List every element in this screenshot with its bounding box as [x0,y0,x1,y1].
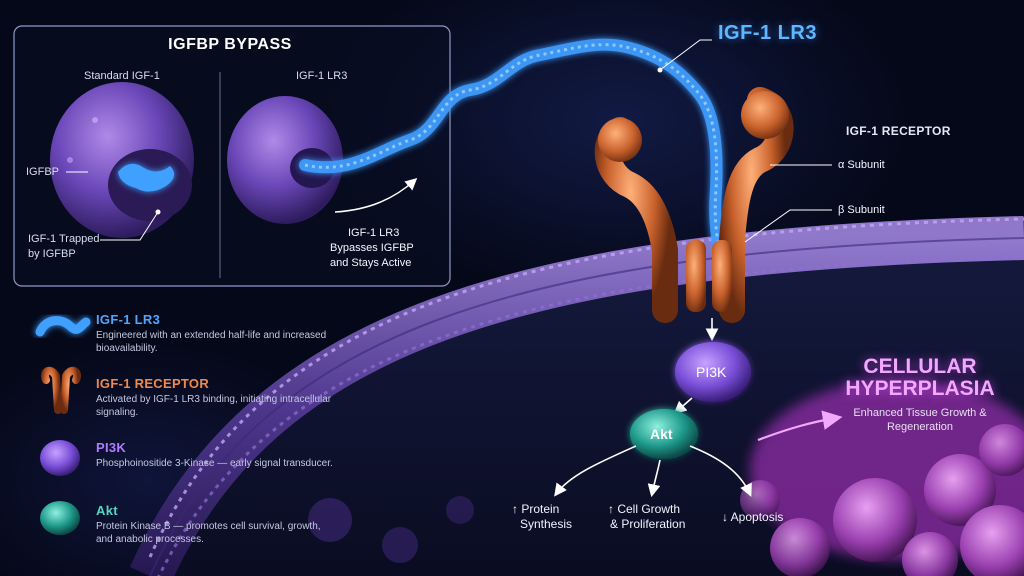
igf1-lr3-col-title: IGF-1 LR3 [296,70,348,82]
alpha-subunit-label: α Subunit [838,159,885,171]
legend-receptor-title: IGF-1 RECEPTOR [96,376,210,391]
legend-lr3-desc: Engineered with an extended half-life an… [96,330,327,354]
outcome-protein-line2: Synthesis [520,517,573,531]
bypass-label-line1: IGF-1 LR3 [348,227,400,239]
trapped-label-line1: IGF-1 Trapped [28,233,100,245]
legend-pi3k-desc: Phosphoinositide 3-Kinase — early signal… [96,458,333,469]
legend-akt-title: Akt [96,503,118,518]
outcome-protein-line1: ↑ Protein [512,502,560,516]
igfbp-label: IGFBP [26,166,60,178]
hyperplasia-subtitle: Enhanced Tissue Growth & Regeneration [853,407,987,433]
legend-receptor-icon [41,366,81,414]
trapped-label-line2: by IGFBP [28,248,76,260]
bypass-label-line2: Bypasses IGFBP [330,242,414,254]
outcome-apoptosis: ↓ Apoptosis [722,510,784,524]
akt-label: Akt [650,426,673,442]
outcome-growth-line1: ↑ Cell Growth [608,502,681,516]
standard-igf1-col-title: Standard IGF-1 [84,70,160,82]
hyperplasia-title: CELLULAR HYPERPLASIA [845,355,995,400]
legend-lr3-title: IGF-1 LR3 [96,312,161,327]
legend-akt-desc: Protein Kinase B — promotes cell surviva… [96,521,321,545]
legend-pi3k-title: PI3K [96,440,127,455]
igf1-receptor [594,87,794,323]
igfbp-standard-blob [50,82,194,238]
outcome-growth-line2: & Proliferation [610,517,686,531]
legend-akt-icon [40,501,80,535]
bypass-box-title: IGFBP BYPASS [168,36,292,53]
beta-subunit-label: β Subunit [838,204,885,216]
igf1-lr3-title: IGF-1 LR3 [718,22,817,44]
receptor-title: IGF-1 RECEPTOR [846,124,951,138]
pi3k-label: PI3K [696,364,727,380]
legend-receptor-desc: Activated by IGF-1 LR3 binding, initiati… [96,394,332,418]
bypass-label-line3: and Stays Active [330,257,412,269]
igfbp-lr3-blob [227,96,343,224]
legend-lr3-icon [35,316,91,337]
pi3k-node [675,342,751,402]
akt-node [630,409,698,459]
legend-pi3k-icon [40,440,80,476]
